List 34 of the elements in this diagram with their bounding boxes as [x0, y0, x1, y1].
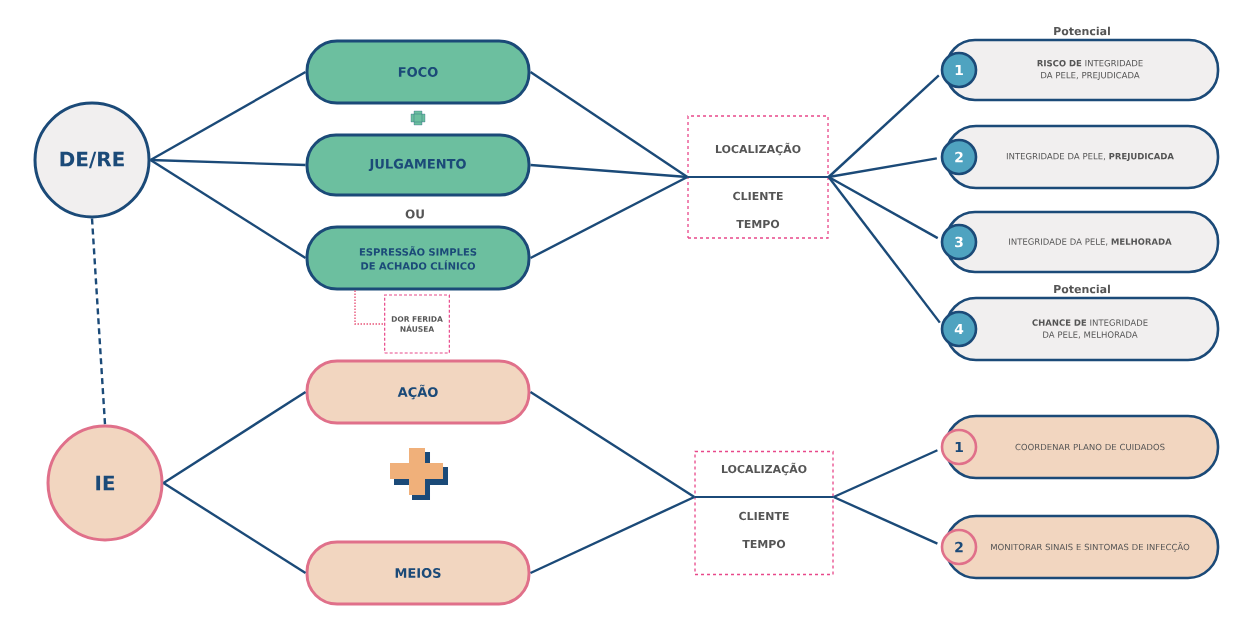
- connector-line: [827, 176, 941, 324]
- connector-line: [354, 289, 385, 325]
- number-badge: 1: [940, 428, 978, 466]
- term-pill: ESPRESSÃO SIMPLES DE ACHADO CLÍNICO: [305, 225, 531, 291]
- connector-line: [530, 163, 688, 179]
- context-box: LOCALIZAÇÃO CLIENTE TEMPO: [694, 450, 834, 576]
- connector-line: [149, 158, 307, 259]
- connector-word: OU: [405, 209, 424, 219]
- connector-line: [827, 74, 940, 178]
- connector-line: [150, 158, 306, 167]
- connector-line: [529, 175, 688, 260]
- connector-line: [90, 218, 107, 425]
- qualifier-label: Potencial: [1054, 26, 1110, 36]
- connector-line: [529, 391, 695, 498]
- number-badge: 3: [940, 223, 978, 261]
- number-badge: 4: [940, 310, 978, 348]
- number-badge: 2: [940, 528, 978, 566]
- term-pill: AÇÃO: [305, 359, 531, 425]
- term-pill: MEIOS: [305, 540, 531, 606]
- context-box: LOCALIZAÇÃO CLIENTE TEMPO: [687, 115, 829, 239]
- connector-line: [162, 391, 307, 484]
- term-pill: JULGAMENTO: [305, 133, 531, 197]
- connector-line: [529, 71, 689, 178]
- connector-line: [162, 481, 307, 574]
- connector-line: [828, 175, 939, 240]
- connector-line: [828, 157, 938, 179]
- term-pill: FOCO: [305, 39, 531, 105]
- connector-line: [833, 449, 938, 499]
- qualifier-label: Potencial: [1054, 284, 1110, 294]
- connector-line: [530, 495, 695, 575]
- number-badge: 1: [940, 51, 978, 89]
- connector-line: [149, 70, 307, 162]
- number-badge: 2: [940, 138, 978, 176]
- connector-line: [833, 495, 938, 545]
